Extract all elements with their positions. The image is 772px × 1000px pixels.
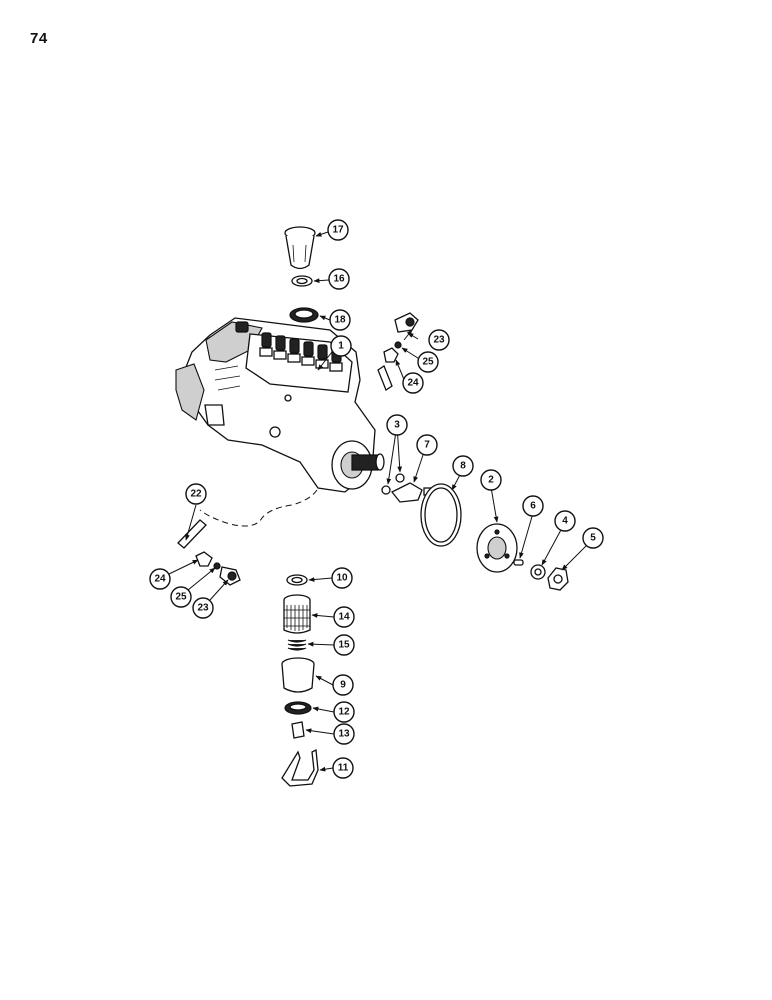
- svg-text:23: 23: [197, 603, 209, 614]
- callout: 6: [522, 495, 544, 517]
- svg-text:13: 13: [338, 729, 350, 740]
- part-lock-washer-4: [530, 564, 546, 580]
- callout: 5: [582, 527, 604, 549]
- part-pin-13: [291, 721, 305, 739]
- svg-text:6: 6: [530, 501, 536, 512]
- svg-text:3: 3: [394, 420, 400, 431]
- svg-text:9: 9: [340, 680, 346, 691]
- part-injection-pump-body: [175, 317, 385, 493]
- part-seal-12: [284, 701, 312, 715]
- part-washer-25-top: [394, 341, 402, 349]
- callout: 7: [416, 434, 438, 456]
- svg-text:2: 2: [488, 475, 494, 486]
- callout: 10: [331, 567, 353, 589]
- callout: 4: [554, 510, 576, 532]
- callout: 11: [332, 757, 354, 779]
- callout: 15: [333, 634, 355, 656]
- callout: 22: [185, 483, 207, 505]
- callout: 3: [386, 414, 408, 436]
- svg-text:24: 24: [407, 378, 419, 389]
- part-bowl-9: [281, 657, 315, 693]
- svg-text:12: 12: [338, 707, 350, 718]
- svg-text:25: 25: [422, 357, 434, 368]
- part-nut-24-top: [383, 347, 399, 363]
- svg-text:7: 7: [424, 440, 430, 451]
- callout: 24: [149, 568, 171, 590]
- fuel-line-dashed: [199, 489, 318, 527]
- callout: 9: [332, 674, 354, 696]
- part-flange-2: [476, 523, 518, 573]
- part-banjo-fitting-bottom: [219, 566, 241, 586]
- part-o-ring-inner: [424, 487, 458, 543]
- svg-text:16: 16: [333, 274, 345, 285]
- callout: 2: [480, 469, 502, 491]
- part-nut-5: [547, 567, 569, 591]
- page-number: 74: [30, 30, 48, 47]
- callout: 23: [192, 597, 214, 619]
- svg-text:25: 25: [175, 592, 187, 603]
- svg-text:11: 11: [338, 763, 349, 774]
- svg-text:10: 10: [336, 573, 348, 584]
- svg-text:8: 8: [460, 461, 466, 472]
- part-pipe-top: [377, 365, 393, 391]
- part-key-6: [513, 559, 524, 566]
- part-clamp-11: [281, 748, 319, 787]
- part-banjo-fitting-top: [394, 312, 419, 333]
- part-spring-15: [287, 639, 307, 651]
- callout: 25: [417, 351, 439, 373]
- callout: 14: [333, 606, 355, 628]
- part-filter-cap: [284, 226, 316, 270]
- part-fuel-pipe-22: [177, 519, 207, 549]
- callout: 24: [402, 372, 424, 394]
- svg-text:14: 14: [338, 612, 350, 623]
- part-gasket-10: [286, 574, 308, 586]
- part-washer-16: [291, 275, 313, 287]
- svg-text:23: 23: [433, 335, 445, 346]
- callout: 12: [333, 701, 355, 723]
- svg-text:15: 15: [338, 640, 350, 651]
- callout: 8: [452, 455, 474, 477]
- svg-text:22: 22: [190, 489, 202, 500]
- svg-text:24: 24: [154, 574, 166, 585]
- part-nut-24-bottom: [195, 551, 213, 567]
- callout: 16: [328, 268, 350, 290]
- svg-text:4: 4: [562, 516, 568, 527]
- part-sealing-ring: [289, 307, 319, 323]
- part-washer-25-bottom: [213, 562, 221, 570]
- callout: 25: [170, 586, 192, 608]
- callout: 17: [327, 219, 349, 241]
- part-screws-3: [381, 473, 405, 495]
- svg-text:1: 1: [338, 341, 344, 352]
- callout: 13: [333, 723, 355, 745]
- part-filter-element-14: [283, 594, 311, 634]
- callout: 23: [428, 329, 450, 351]
- svg-text:18: 18: [334, 315, 346, 326]
- svg-text:5: 5: [590, 533, 596, 544]
- svg-text:17: 17: [332, 225, 344, 236]
- callout: 18: [329, 309, 351, 331]
- callout: 1: [330, 335, 352, 357]
